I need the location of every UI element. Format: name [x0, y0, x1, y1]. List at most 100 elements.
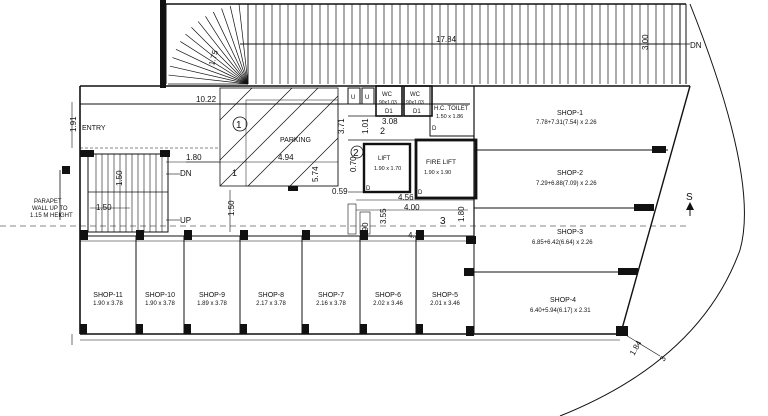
shop-2-dim: 7.29+6.88(7.09) x 2.26	[536, 181, 597, 187]
fire-lift-door: D	[418, 190, 423, 196]
parapet-line-1: PARAPET	[34, 199, 62, 205]
shop-name-bottom: SHOP-5	[432, 292, 458, 299]
shop-name-bottom: SHOP-7	[318, 292, 344, 299]
hc-toilet-dim: 1.50 x 1.86	[436, 114, 463, 120]
entry-area: 1.91 ENTRY 10.22	[69, 95, 220, 149]
dim-070: 0.70	[349, 156, 358, 172]
corner-dims: 1.84 3	[623, 333, 668, 363]
shop-name-bottom: SHOP-9	[199, 292, 225, 299]
parking-dim-494: 4.94	[278, 153, 294, 162]
parking-circle-1: 1	[236, 120, 242, 131]
corner-dim-b: 3	[658, 354, 668, 363]
parapet-line-2: WALL UP TO	[32, 206, 68, 212]
dim-101: 1.01	[361, 118, 370, 134]
stair-fan-tread	[168, 74, 249, 85]
area-number: 3	[440, 216, 446, 227]
stair-fan-tread	[185, 33, 249, 85]
wc2-dim: 90x1.03	[406, 100, 424, 106]
shop-name-bottom: SHOP-8	[258, 292, 284, 299]
column	[302, 230, 310, 240]
stair-fan-tread	[197, 21, 249, 85]
dim-180: 1.80	[457, 206, 466, 222]
parapet-note: PARAPET WALL UP TO 1.15 M HEIGHT	[30, 166, 73, 219]
entry-width-dim: 10.22	[196, 95, 217, 104]
parking-label: PARKING	[280, 137, 311, 144]
stair-curve-dim: 1.75	[207, 49, 220, 67]
dim-355: 3.55	[379, 208, 388, 224]
column	[240, 324, 247, 334]
entry-height-dim: 1.91	[69, 116, 78, 132]
wc2-name: WC	[410, 92, 421, 98]
left-stair-dn: DN	[180, 169, 192, 178]
shop-3-name: SHOP-3	[557, 229, 583, 236]
urinal-2: U	[365, 95, 369, 101]
column	[80, 324, 87, 334]
column	[416, 324, 423, 334]
dim-090: 0.90	[361, 222, 370, 238]
stair-dn-label: DN	[690, 41, 702, 50]
service-core: U U WC 90x1.03 D1 WC 90x1.03 D1 H.C. TOI…	[332, 85, 478, 240]
stair-fan-tread	[221, 8, 249, 85]
building-walls	[59, 3, 745, 416]
column	[184, 230, 192, 240]
lobby-dim: 3.08	[382, 117, 398, 126]
shop-name-bottom: SHOP-10	[145, 292, 175, 299]
entry-label: ENTRY	[82, 125, 106, 132]
parapet-line-3: 1.15 M HEIGHT	[30, 213, 73, 219]
column	[184, 324, 191, 334]
parking-circle-2: 2	[353, 148, 359, 159]
column	[302, 324, 309, 334]
stair-fan-tread	[180, 41, 249, 85]
wc1-name: WC	[382, 92, 393, 98]
stair-fan-tread	[169, 65, 249, 85]
shop-4-name: SHOP-4	[550, 297, 576, 304]
stair-width-dim: 3.00	[641, 34, 650, 50]
left-stair-treads	[88, 154, 168, 232]
shop-1-name: SHOP-1	[557, 110, 583, 117]
wc1-dim: 90x1.03	[379, 100, 397, 106]
stair-fan	[165, 4, 249, 85]
lobby-number: 2	[380, 126, 385, 136]
fire-lift-name: FIRE LIFT	[426, 159, 456, 166]
stair-fan-tread	[172, 57, 249, 85]
column	[416, 230, 424, 240]
lift-dim: 1.90 x 1.70	[374, 166, 401, 172]
lift-door: D	[366, 186, 371, 192]
shop-dim-bottom: 1.89 x 3.78	[197, 301, 227, 307]
stair-fan-tread	[229, 5, 249, 85]
left-stair-up: UP	[180, 216, 191, 225]
shop-dim-bottom: 1.90 x 3.78	[93, 301, 123, 307]
column	[360, 230, 368, 240]
shop-dim-bottom: 2.16 x 3.78	[316, 301, 346, 307]
stair-fan-tread	[175, 48, 249, 85]
hc-toilet-name: H.C. TOILET	[434, 106, 469, 112]
stair-fan-tread	[212, 11, 249, 85]
left-stair: 1.80 DN UP 1.50 1.50 1.50	[80, 150, 236, 233]
shop-dim-bottom: 2.01 x 3.46	[430, 301, 460, 307]
column	[136, 324, 143, 334]
right-shops: SHOP-1 7.78+7.31(7.54) x 2.26 SHOP-2 7.2…	[464, 110, 668, 336]
parking-dim-574: 5.74	[311, 166, 320, 182]
left-stair-dim-left: 1.50	[96, 203, 112, 212]
lift-name: LIFT	[378, 156, 391, 162]
column	[240, 230, 248, 240]
shop-dim-bottom: 1.90 x 3.78	[145, 301, 175, 307]
shop-dim-bottom: 2.02 x 3.46	[373, 301, 403, 307]
wc1-door: D1	[385, 109, 393, 115]
shop-dim-bottom: 2.17 x 3.78	[256, 301, 286, 307]
shop-3-dim: 6.85+6.42(6.64) x 2.26	[532, 240, 593, 246]
column	[80, 230, 88, 240]
top-stair: 17.84 3.00 DN 1.75	[160, 0, 702, 88]
column	[136, 230, 144, 240]
parking-number: 1	[232, 168, 237, 178]
corner-dim-a: 1.84	[628, 339, 644, 357]
parking-dim-371: 3.71	[337, 118, 346, 134]
section-mark: S	[686, 192, 693, 203]
stair-left-wall	[160, 0, 166, 88]
left-stair-dim-down: 1.50	[227, 200, 236, 216]
left-stair-dim-180: 1.80	[186, 153, 202, 162]
fire-lift-dim: 1.90 x 1.90	[424, 170, 451, 176]
stair-length-dim: 17.84	[436, 35, 457, 44]
